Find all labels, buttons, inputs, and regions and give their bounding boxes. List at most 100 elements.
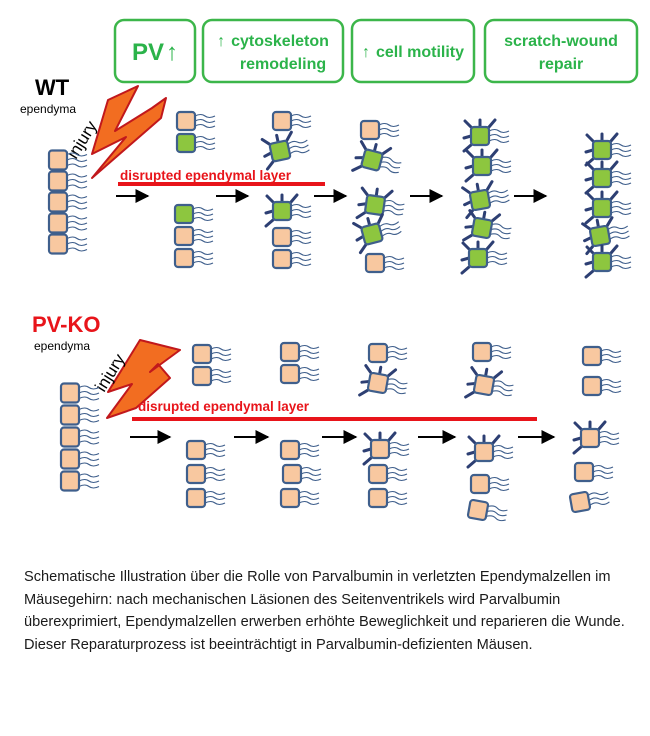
cilium [78,456,100,462]
cilium [384,199,405,206]
cell-body [367,487,389,509]
cilium [600,348,622,354]
cell-body [279,341,301,363]
cell-body [271,248,293,270]
effect-repair-line2: repair [539,56,583,73]
cilium [492,454,514,460]
protrusion [475,182,480,193]
cilium [610,259,632,265]
cilium [488,138,510,144]
cilium [290,251,312,257]
cilium [290,213,312,219]
cilium [289,149,310,155]
cilium [490,344,512,350]
cilium [600,388,622,394]
cilium [298,349,320,355]
ependymal-cell [469,473,510,495]
cilium [78,412,100,418]
protrusion [358,243,368,255]
cilium [66,152,88,157]
cilium [386,383,407,390]
cilium [192,255,214,261]
cilium [587,491,609,496]
protrusion [464,224,475,229]
ependymal-cell [59,448,100,470]
ependymal-cell [59,470,100,492]
cell-body [185,439,207,461]
cell-body [367,463,389,485]
cilium [78,478,100,484]
cilium [489,233,510,240]
cilium [492,449,514,455]
ependymal-cell [271,248,312,270]
cell-body [185,463,207,485]
protrusion [461,241,471,251]
cell-body [279,439,301,461]
cilium [381,156,402,164]
ependymal-cell [466,434,514,469]
up-arrow-icon: ↑ [166,39,178,66]
ependymal-cell [279,439,320,461]
effect-box-pv: PV↑ [113,18,197,84]
cilium [204,466,226,472]
protrusion [463,119,473,129]
cilium [387,378,408,385]
cilium [78,434,100,440]
ependymal-cell [185,463,226,485]
cilium [489,199,510,204]
cilium [486,510,507,517]
ko-subtitle: ependyma [34,339,90,353]
wt-cells [47,110,632,279]
cilium [300,471,322,477]
ependymal-cell [581,345,622,367]
ependymal-cell [279,341,320,363]
cilium [491,390,512,397]
cell-body [281,463,303,485]
protrusion [597,420,607,431]
cilium [488,481,510,487]
activated-ependymal-cell [260,130,310,171]
ko-panel: PV-KO ependyma injury disrupted ependyma… [32,312,622,522]
cell-body [573,461,595,483]
ependymal-cell [173,225,214,247]
effect-box-motility: ↑cell motility [350,18,476,84]
cilium [78,484,100,489]
cell-body [472,373,496,397]
cilium [383,204,404,211]
cilium [300,476,322,482]
ependymal-cell [191,343,232,365]
protrusion [381,146,393,156]
cell-body [469,125,491,147]
ko-disrupted-label: disrupted ependymal layer [138,399,310,414]
protrusion [584,215,595,225]
activated-ependymal-cell [581,216,630,256]
protrusion [573,421,583,431]
cell-body [360,148,384,172]
protrusion [464,173,475,183]
cilium [609,235,630,240]
cilium [386,476,408,482]
lightning-bolt-icon [106,339,181,419]
cilium [66,163,88,168]
cilium [488,133,510,139]
cilium [298,447,320,453]
cilium [66,184,88,189]
cell-body [367,342,389,364]
ko-title: PV-KO [32,312,100,337]
cell-body [47,191,69,213]
cell-body [468,188,492,212]
cell-body [568,490,592,514]
cell-body [467,247,489,269]
cell-body [364,194,386,216]
effect-box-frame [350,18,476,84]
cell-body [175,110,197,132]
wt-disrupted-label: disrupted ependymal layer [120,168,292,183]
svg-text:↑cell motility: ↑cell motility [362,44,464,61]
cilium [383,209,404,216]
cilium [492,444,514,450]
cell-body [47,149,69,171]
protrusion [363,432,373,442]
protrusion [260,137,271,146]
cell-body [175,132,197,154]
cell-body [588,224,612,248]
